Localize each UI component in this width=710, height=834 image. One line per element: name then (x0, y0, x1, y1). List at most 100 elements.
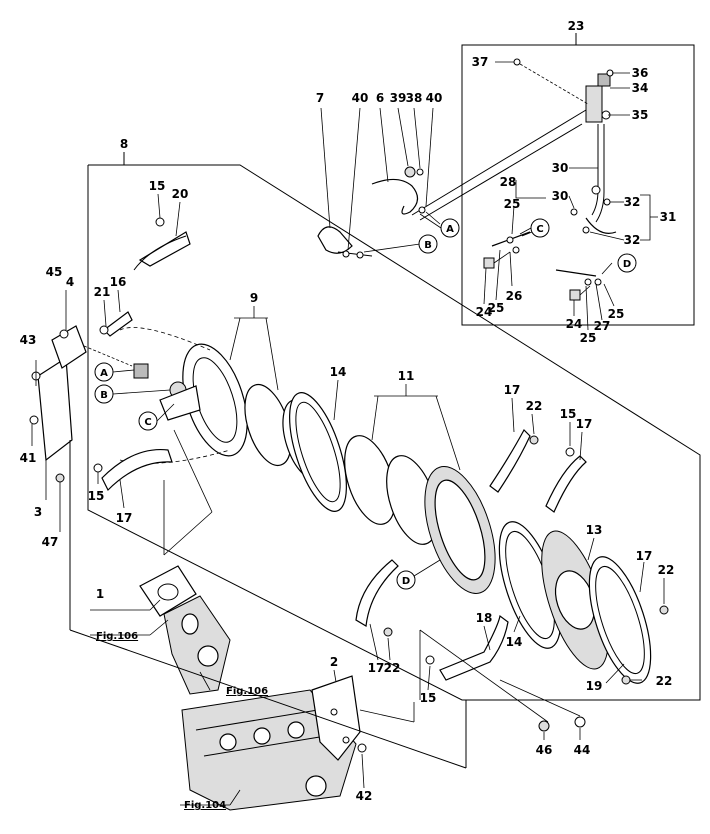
label-26: 26 (506, 289, 523, 303)
label-11: 11 (398, 369, 415, 383)
leader-lines (31, 290, 581, 806)
callouts: A B C D A B C D (94, 213, 637, 590)
label-15c: 15 (560, 407, 577, 421)
label-34: 34 (632, 81, 649, 95)
svg-text:D: D (623, 259, 631, 270)
callout-d-mid: D (396, 570, 416, 590)
label-6: 6 (376, 91, 384, 105)
fig-ref-104[interactable]: Fig.104 (184, 800, 226, 811)
stay-17a (101, 448, 173, 492)
bracket-4 (51, 325, 87, 369)
fig-ref-106b[interactable]: Fig.106 (226, 686, 268, 697)
svg-text:D: D (402, 576, 410, 587)
label-15a: 15 (149, 179, 166, 193)
label-14a: 14 (330, 365, 347, 379)
label-38: 38 (406, 91, 423, 105)
label-13: 13 (586, 523, 603, 537)
label-21: 21 (94, 285, 111, 299)
label-17c: 17 (576, 417, 593, 431)
clip-7 (317, 226, 353, 254)
label-40b: 40 (426, 91, 443, 105)
callout-b-top: B (418, 234, 438, 254)
label-30b: 30 (552, 189, 569, 203)
label-45: 45 (46, 265, 63, 279)
part-numbers: 23 37 36 34 35 30 28 30 32 31 32 25 24 2… (20, 19, 677, 803)
fasteners (93, 217, 669, 753)
label-43: 43 (20, 333, 37, 347)
label-24b: 24 (566, 317, 583, 331)
callout-a-left: A (94, 362, 114, 382)
callout-b-left: B (94, 384, 114, 404)
bolt-37 (513, 58, 521, 66)
gasket-1 (139, 565, 197, 617)
label-20: 20 (172, 187, 189, 201)
clamp-34 (597, 73, 611, 87)
label-30a: 30 (552, 161, 569, 175)
label-8: 8 (120, 137, 128, 151)
muffler-assembly (119, 327, 652, 684)
svg-text:B: B (424, 240, 432, 251)
label-3: 3 (34, 505, 42, 519)
injection-parts-group (317, 107, 441, 259)
label-22c: 22 (656, 674, 673, 688)
label-9: 9 (250, 291, 258, 305)
stay-16 (103, 311, 133, 337)
manifold-and-head (139, 565, 361, 811)
label-17d: 17 (636, 549, 653, 563)
gasket-14a (289, 392, 347, 512)
callout-a-top: A (440, 218, 460, 238)
gasket-19 (588, 556, 652, 684)
stay-17c (545, 455, 587, 513)
stay-17b (489, 429, 531, 493)
label-47: 47 (42, 535, 59, 549)
label-7: 7 (316, 91, 324, 105)
label-2: 2 (330, 655, 338, 669)
callout-d-top: D (617, 253, 637, 273)
label-42: 42 (356, 789, 373, 803)
label-17b: 17 (504, 383, 521, 397)
label-28: 28 (500, 175, 517, 189)
pipe-6 (371, 178, 419, 215)
fig-ref-106a[interactable]: Fig.106 (96, 631, 138, 642)
label-35: 35 (632, 108, 649, 122)
svg-text:C: C (144, 417, 151, 428)
label-25a: 25 (504, 197, 521, 211)
svg-text:C: C (536, 224, 543, 235)
label-15b: 15 (88, 489, 105, 503)
label-22a: 22 (526, 399, 543, 413)
svg-text:A: A (100, 368, 108, 379)
inset-group-23 (411, 33, 695, 331)
label-32b: 32 (624, 233, 641, 247)
label-37: 37 (472, 55, 489, 69)
label-25c: 25 (580, 331, 597, 345)
label-4: 4 (66, 275, 74, 289)
label-19: 19 (586, 679, 603, 693)
label-22d: 22 (384, 661, 401, 675)
stay-20 (138, 231, 191, 267)
label-27: 27 (594, 319, 611, 333)
label-39: 39 (390, 91, 407, 105)
label-32a: 32 (624, 195, 641, 209)
label-1: 1 (96, 587, 104, 601)
label-17a: 17 (116, 511, 133, 525)
label-24a: 24 (476, 305, 493, 319)
label-44: 44 (574, 743, 591, 757)
bracket-35 (585, 85, 603, 123)
label-31: 31 (660, 210, 677, 224)
label-40a: 40 (352, 91, 369, 105)
label-46: 46 (536, 743, 553, 757)
label-23: 23 (568, 19, 585, 33)
inset-frame (461, 44, 695, 326)
label-leaders (97, 193, 665, 789)
brackets (29, 231, 587, 681)
label-25b: 25 (488, 301, 505, 315)
label-25d: 25 (608, 307, 625, 321)
label-36: 36 (632, 66, 649, 80)
callout-c-left: C (138, 411, 158, 431)
bracket-3 (37, 356, 73, 462)
label-16: 16 (110, 275, 127, 289)
figure-references: Fig.106 Fig.106 Fig.104 (96, 631, 268, 811)
label-41: 41 (20, 451, 37, 465)
svg-text:A: A (446, 224, 454, 235)
